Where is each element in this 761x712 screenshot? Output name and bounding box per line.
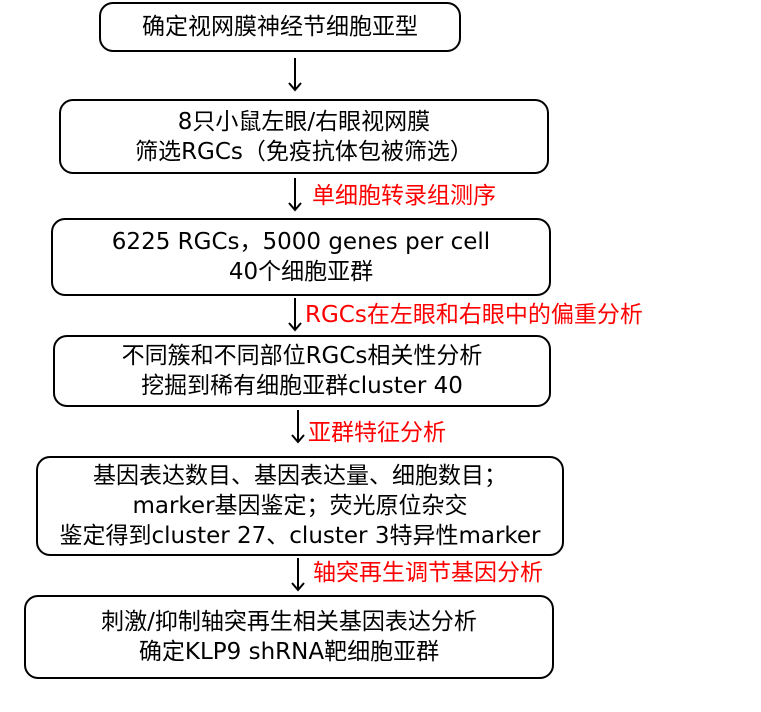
step-2-line-2: 筛选RGCs（免疫抗体包被筛选） [135, 138, 473, 165]
step-box-5: 基因表达数目、基因表达量、细胞数目； marker基因鉴定；荧光原位杂交 鉴定得… [36, 456, 564, 556]
down-arrow-icon-1 [288, 58, 302, 92]
transition-label-5: 轴突再生调节基因分析 [313, 560, 543, 586]
step-3-line-2: 40个细胞亚群 [228, 259, 374, 285]
transition-label-3: RGCs在左眼和右眼中的偏重分析 [305, 302, 643, 328]
transition-label-4: 亚群特征分析 [308, 420, 446, 446]
step-box-3: 6225 RGCs，5000 genes per cell 40个细胞亚群 [51, 218, 551, 296]
step-3-line-1: 6225 RGCs，5000 genes per cell [111, 229, 491, 255]
step-box-1: 确定视网膜神经节细胞亚型 [99, 2, 461, 52]
step-box-2: 8只小鼠左眼/右眼视网膜 筛选RGCs（免疫抗体包被筛选） [59, 99, 549, 174]
step-box-6: 刺激/抑制轴突再生相关基因表达分析 确定KLP9 shRNA靶细胞亚群 [24, 595, 554, 679]
step-5-line-3: 鉴定得到cluster 27、cluster 3特异性marker [59, 523, 541, 549]
step-4-line-1: 不同簇和不同部位RGCs相关性分析 [121, 343, 483, 369]
down-arrow-icon-5 [291, 558, 305, 592]
step-5-line-1: 基因表达数目、基因表达量、细胞数目； [93, 463, 507, 489]
down-arrow-icon-4 [291, 410, 305, 444]
step-box-4: 不同簇和不同部位RGCs相关性分析 挖掘到稀有细胞亚群cluster 40 [53, 335, 551, 407]
transition-label-2: 单细胞转录组测序 [312, 183, 496, 209]
step-2-line-1: 8只小鼠左眼/右眼视网膜 [177, 108, 431, 135]
step-6-line-1: 刺激/抑制轴突再生相关基因表达分析 [101, 609, 477, 635]
step-1-line-1: 确定视网膜神经节细胞亚型 [142, 14, 418, 40]
step-5-line-2: marker基因鉴定；荧光原位杂交 [132, 493, 468, 519]
down-arrow-icon-3 [288, 298, 302, 332]
step-4-line-2: 挖掘到稀有细胞亚群cluster 40 [141, 373, 463, 399]
down-arrow-icon-2 [288, 178, 302, 212]
step-6-line-2: 确定KLP9 shRNA靶细胞亚群 [138, 639, 440, 665]
